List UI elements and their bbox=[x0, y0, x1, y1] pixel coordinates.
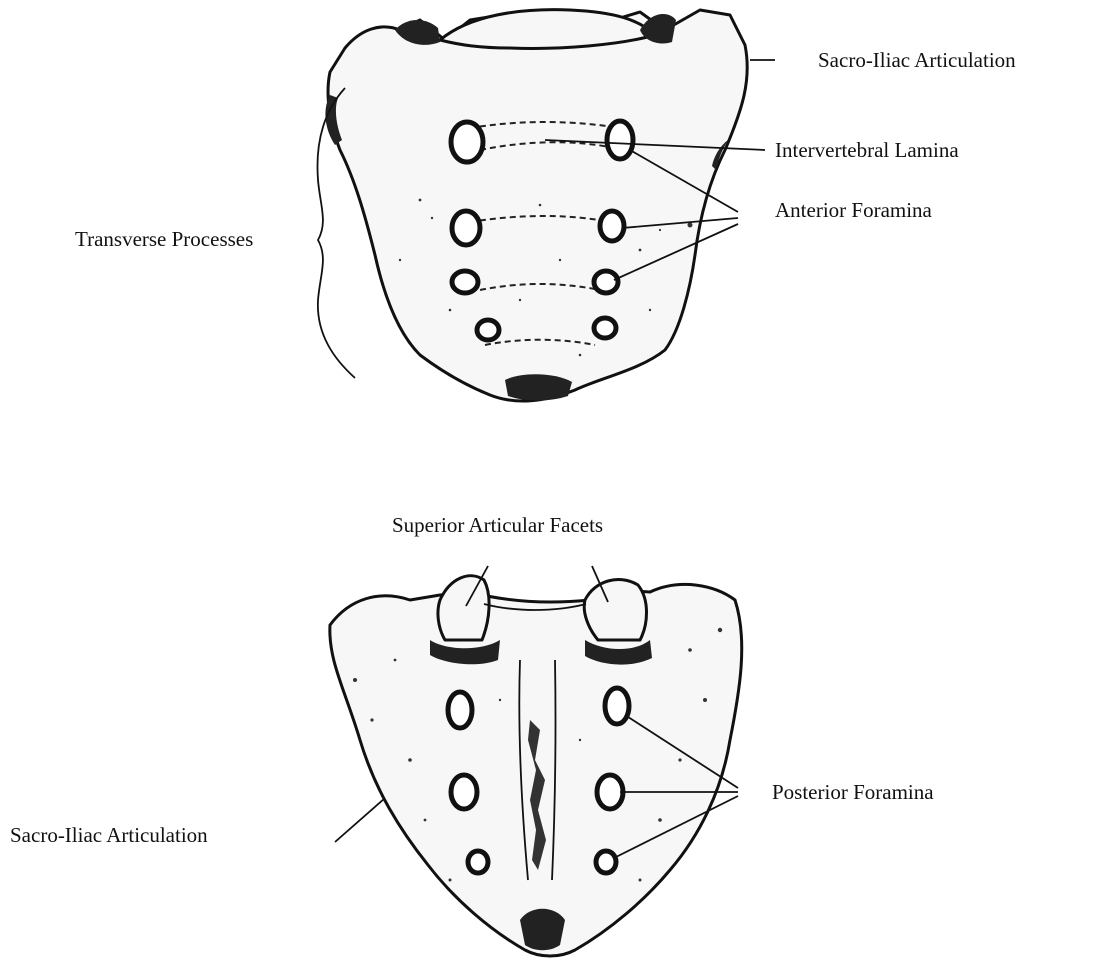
superior-articular-facet-right bbox=[584, 580, 646, 640]
posterior-foramen-right-3 bbox=[596, 851, 616, 873]
anterior-foramen-left-2 bbox=[452, 211, 480, 245]
label-top-sacro-iliac-text: Sacro-Iliac Articulation bbox=[818, 48, 1016, 72]
anterior-foramen-right-4 bbox=[594, 318, 616, 338]
posterior-foramen-right-2 bbox=[597, 775, 623, 809]
label-posterior-foramina-text: Posterior Foramina bbox=[772, 780, 934, 804]
posterior-foramen-left-3 bbox=[468, 851, 488, 873]
anterior-foramen-right-1 bbox=[607, 121, 633, 159]
sacral-hiatus bbox=[520, 909, 565, 951]
superior-articular-facet-left bbox=[438, 576, 489, 640]
posterior-foramen-left-1 bbox=[448, 692, 472, 728]
label-transverse-processes-text: Transverse Processes bbox=[75, 227, 253, 251]
label-intervertebral-lamina-text: Intervertebral Lamina bbox=[775, 138, 959, 162]
label-top-sacro-iliac: Sacro-Iliac Articulation bbox=[750, 48, 1016, 72]
label-superior-articular-facets: Superior Articular Facets bbox=[392, 513, 608, 606]
sacral-apex bbox=[505, 374, 572, 400]
posterior-sacrum-body bbox=[330, 584, 742, 956]
label-bottom-sacro-iliac-text: Sacro-Iliac Articulation bbox=[10, 823, 208, 847]
anterior-sacrum-body bbox=[328, 10, 747, 401]
anterior-foramen-right-3 bbox=[594, 271, 618, 293]
leader-bottom-sacro-iliac bbox=[335, 798, 385, 842]
posterior-sacrum-illustration bbox=[330, 576, 742, 956]
posterior-foramen-left-2 bbox=[451, 775, 477, 809]
anterior-foramen-left-1 bbox=[451, 122, 483, 162]
label-bottom-sacro-iliac: Sacro-Iliac Articulation bbox=[10, 798, 385, 847]
anterior-foramen-right-2 bbox=[600, 211, 624, 241]
anterior-foramen-left-4 bbox=[477, 320, 499, 340]
posterior-foramen-right-1 bbox=[605, 688, 629, 724]
anterior-foramen-left-3 bbox=[452, 271, 478, 293]
label-transverse-processes: Transverse Processes bbox=[75, 88, 355, 378]
anterior-sacrum-illustration bbox=[325, 10, 747, 401]
label-anterior-foramina-text: Anterior Foramina bbox=[775, 198, 933, 222]
label-superior-articular-facets-text: Superior Articular Facets bbox=[392, 513, 603, 537]
sacral-promontory bbox=[440, 10, 655, 49]
